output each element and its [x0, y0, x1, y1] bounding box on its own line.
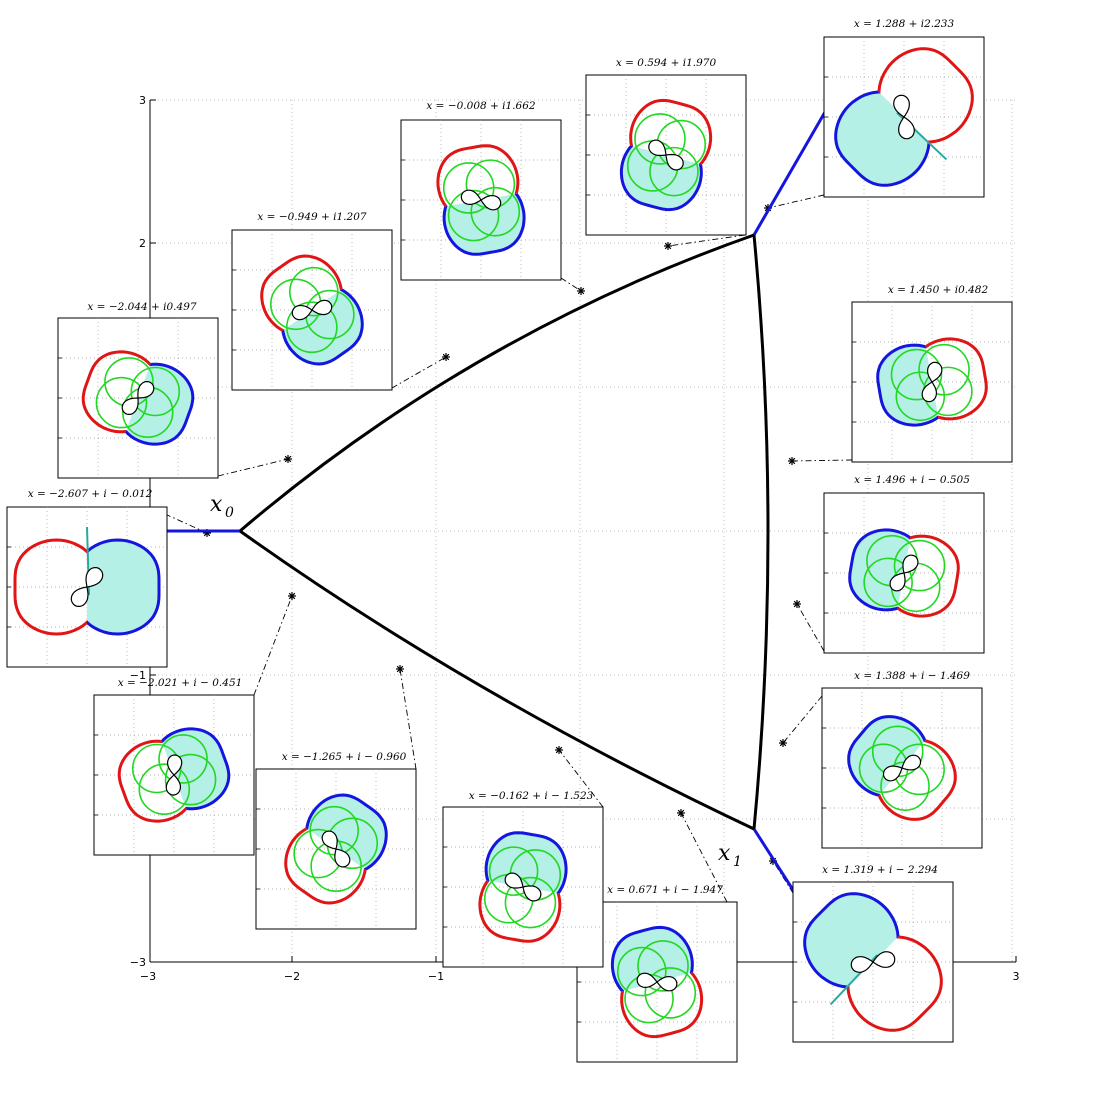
inset-panel	[585, 74, 747, 236]
label-x1: x 1	[718, 841, 742, 870]
leader-line	[164, 513, 208, 534]
inset-panel	[57, 317, 219, 479]
red-region	[13, 538, 87, 636]
inset-caption: x = 1.288 + i2.233	[854, 18, 955, 30]
lemniscate	[165, 754, 183, 796]
marker-star	[396, 665, 404, 673]
leader-line	[560, 277, 582, 292]
inset-panel	[255, 768, 417, 930]
lemniscate	[648, 139, 684, 171]
lemniscate	[70, 567, 104, 607]
branch-cuts	[165, 111, 827, 894]
svg-text:x: x	[210, 492, 223, 517]
x-tick-minus-3: −3	[140, 970, 156, 983]
y-tick-2: 2	[139, 237, 146, 250]
lemniscate	[889, 554, 919, 592]
leader-line	[680, 812, 728, 903]
inset-panel	[792, 881, 954, 1043]
y-tick-3: 3	[139, 94, 146, 107]
arc-bottom	[239, 529, 755, 831]
leader-lines	[164, 194, 853, 903]
inset-panels: x = 1.288 + i2.233 x = 0.594 + i1.970 x = …	[6, 18, 1013, 1063]
inset-caption: x = −2.607 + i − 0.012	[28, 488, 153, 500]
svg-text:x: x	[718, 841, 731, 866]
inset-caption: x = −0.949 + i1.207	[257, 211, 366, 223]
lemniscate	[291, 299, 333, 321]
svg-text:1: 1	[733, 854, 742, 870]
x-tick-3: 3	[1013, 970, 1020, 983]
leader-line	[782, 695, 823, 744]
inset-panel	[851, 301, 1013, 463]
lemniscate	[893, 94, 915, 140]
inset-panel	[821, 687, 983, 849]
marker-star	[664, 242, 672, 250]
inset-panel	[823, 36, 985, 198]
marker-star	[288, 592, 296, 600]
leader-line	[217, 458, 289, 477]
inset-caption: x = −2.044 + i0.497	[87, 301, 196, 313]
curve-triangle	[239, 233, 770, 831]
inset-caption: x = −2.021 + i − 0.451	[118, 677, 243, 689]
inset-panel	[442, 806, 604, 968]
inset-panel	[576, 901, 738, 1063]
leader-line	[391, 356, 447, 389]
inset-caption: x = 1.496 + i − 0.505	[854, 474, 970, 486]
lemniscate	[460, 189, 502, 211]
inset-caption: x = 0.671 + i − 1.947	[607, 884, 723, 896]
marker-star	[555, 746, 563, 754]
lemniscate	[636, 972, 678, 992]
marker-star	[779, 739, 787, 747]
blue-region	[87, 538, 161, 636]
marker-star	[577, 287, 585, 295]
svg-text:0: 0	[225, 505, 234, 521]
marker-star	[284, 455, 292, 463]
lemniscate	[882, 754, 922, 782]
inset-panel	[823, 492, 985, 654]
y-tick-minus-3: −3	[130, 956, 146, 969]
x-tick-minus-2: −2	[284, 970, 300, 983]
green-circles	[616, 940, 697, 1024]
leader-line	[796, 603, 825, 652]
leader-line	[767, 194, 825, 209]
leader-line	[667, 234, 746, 247]
lemniscate	[121, 381, 155, 415]
marker-star	[677, 809, 685, 817]
inset-caption: x = −0.162 + i − 1.523	[469, 790, 594, 802]
branch-cut-top	[752, 111, 827, 236]
arc-top	[239, 233, 755, 533]
branch-cut-bottom	[752, 828, 797, 894]
inset-caption: x = −1.265 + i − 0.960	[282, 751, 407, 763]
inset-panel	[6, 506, 168, 668]
inset-caption: x = 1.388 + i − 1.469	[854, 670, 970, 682]
inset-caption: x = 1.319 + i − 2.294	[822, 864, 938, 876]
green-circles	[442, 159, 521, 242]
marker-star	[793, 600, 801, 608]
label-x0: x 0	[210, 492, 234, 521]
inset-panel	[231, 229, 393, 391]
lemniscate	[504, 872, 542, 902]
y-tick-minus-1: −1	[130, 669, 146, 682]
marker-star	[442, 353, 450, 361]
leader-line	[253, 595, 293, 696]
leader-line	[791, 459, 853, 462]
inset-caption: x = 1.450 + i0.482	[888, 284, 989, 296]
inset-panel	[400, 119, 562, 281]
arc-right	[752, 234, 770, 830]
leader-line	[399, 668, 417, 770]
leader-line	[558, 749, 604, 808]
lemniscate	[850, 951, 896, 973]
inset-panel	[93, 694, 255, 856]
lemniscate	[321, 830, 351, 868]
lemniscate	[921, 361, 943, 403]
green-circles	[131, 734, 217, 815]
marker-star	[788, 457, 796, 465]
inset-caption: x = 0.594 + i1.970	[616, 57, 717, 69]
inset-caption: x = −0.008 + i1.662	[426, 100, 535, 112]
x-tick-minus-1: −1	[428, 970, 444, 983]
